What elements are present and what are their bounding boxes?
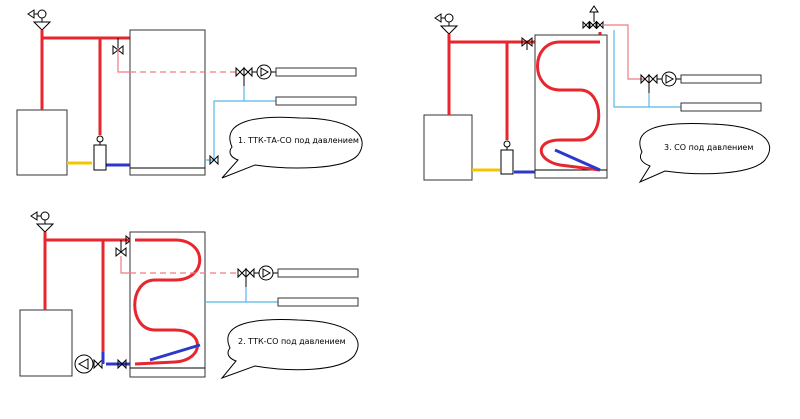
coil-return-pipe (554, 148, 601, 172)
boiler-unit (423, 114, 473, 181)
mixing-valve-icon (237, 267, 255, 287)
storage-tank (534, 34, 608, 179)
diagram-2: 2. ТТК-СО под давлением (19, 211, 359, 380)
diagram-1: 1. ТТК-ТА-СО под давлением (16, 9, 363, 179)
diagram-label-3: 3. СО под давлением (664, 143, 753, 152)
heating-coil (536, 40, 601, 172)
safety-group-icon (27, 9, 52, 31)
pump-icon (256, 64, 272, 80)
pump-icon (661, 71, 677, 87)
diagram-label-1: 1. ТТК-ТА-СО под давлением (238, 136, 359, 145)
diagram-3: 3. СО под давлением (423, 5, 771, 184)
callout-bubble (638, 123, 771, 184)
cold-water-inlet (275, 96, 357, 106)
mixing-valve-icon (235, 66, 253, 86)
cold-water-line (205, 100, 244, 161)
cold-water-inlet (680, 102, 762, 112)
top-valve-group-icon (582, 5, 604, 30)
callout-bubble (220, 319, 359, 380)
circulation-unit-icon (93, 135, 107, 171)
check-valve-icon (117, 358, 127, 370)
boiler-unit (16, 109, 68, 176)
boiler-unit (19, 309, 73, 377)
return-valve-icon (93, 358, 103, 370)
pump-icon (74, 354, 94, 374)
mixing-valve-icon (640, 73, 658, 93)
cold-water-line (613, 30, 649, 108)
dhw-hot-outlet (275, 67, 357, 77)
dhw-hot-outlet (680, 74, 762, 84)
safety-group-icon (434, 13, 459, 35)
dhw-hot-line (603, 24, 645, 80)
diagram-label-2: 2. ТТК-СО под давлением (238, 337, 346, 346)
coil-return-pipe (149, 343, 201, 362)
safety-group-icon (30, 211, 55, 233)
circulation-unit-icon (500, 140, 514, 175)
cold-water-inlet (277, 297, 359, 307)
storage-tank (129, 231, 206, 378)
storage-tank (129, 29, 206, 176)
pump-icon (258, 265, 274, 281)
cold-valve-icon (209, 154, 219, 166)
relief-valve-icon (521, 36, 533, 50)
callout-bubble (221, 116, 363, 179)
dhw-hot-outlet (277, 268, 359, 278)
